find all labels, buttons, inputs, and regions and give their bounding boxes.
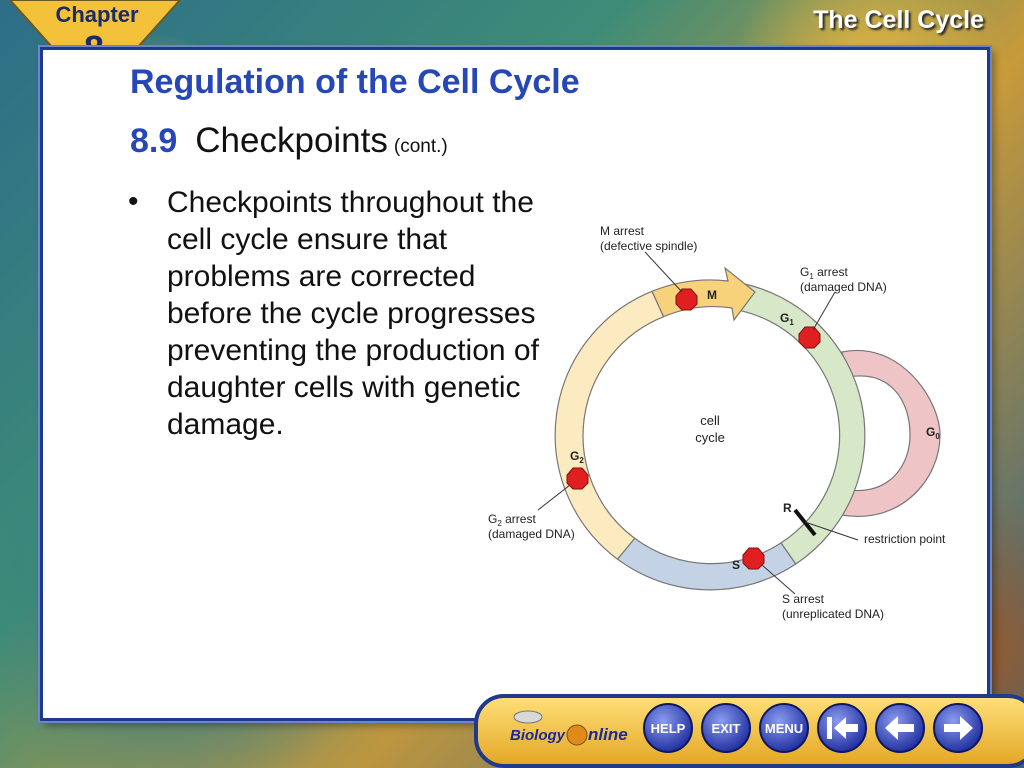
help-button[interactable]: HELP [643,703,693,753]
section-suffix: (cont.) [393,136,448,157]
phase-m-label: M [707,288,717,302]
first-slide-button[interactable] [817,703,867,753]
section-name: Checkpoints [195,121,388,160]
svg-text:HELP: HELP [651,721,686,736]
restriction-leader [804,521,859,541]
phase-g2-label: G2 [570,449,584,465]
svg-text:Biology: Biology [510,727,566,744]
phase-s-label: S [732,558,740,572]
g2-segment [554,290,665,561]
cell-cycle-diagram: cell cycle M G1 G2 S R G0 M arrest (defe… [488,224,946,621]
g2-arrest-label-1: G2 arrest [488,512,536,528]
next-slide-button[interactable] [933,703,983,753]
skip-back-icon [827,717,858,739]
center-line1: cell [700,413,720,428]
nav-toolbar: Biology nline HELP EXIT MENU [474,694,1024,768]
g2-checkpoint-icon [566,467,589,490]
s-arrest-label-1: S arrest [782,592,825,606]
g1-checkpoint-icon [798,326,821,349]
bullet-dot: • [128,185,139,218]
svg-text:MENU: MENU [765,721,803,736]
chapter-label: Chapter [55,2,139,27]
svg-text:nline: nline [588,725,628,744]
previous-slide-button[interactable] [875,703,925,753]
phase-g0-label: G0 [926,425,940,441]
phase-g1-label: G1 [780,311,794,327]
m-checkpoint-icon [675,288,698,311]
section-heading: 8.9 Checkpoints(cont.) [130,121,448,161]
center-line2: cycle [695,430,725,445]
exit-button[interactable]: EXIT [701,703,751,753]
g2-arrest-label-2: (damaged DNA) [488,527,575,541]
s-checkpoint-icon [742,547,765,570]
g1-segment [733,281,866,565]
section-number: 8.9 [130,122,178,160]
biology-online-logo[interactable]: Biology nline [510,710,628,746]
m-arrest-label-1: M arrest [600,224,645,238]
arrow-left-icon [885,716,914,740]
g1-arrest-label-2: (damaged DNA) [800,280,887,294]
slide-title: Regulation of the Cell Cycle [130,63,580,101]
s-segment [616,537,797,591]
s-arrest-label-2: (unreplicated DNA) [782,607,884,621]
bullet-text: Checkpoints throughout the cell cycle en… [167,186,539,441]
unit-title: The Cell Cycle [813,6,984,34]
m-segment [651,266,756,322]
arrow-right-icon [944,716,973,740]
menu-button[interactable]: MENU [759,703,809,753]
g1-arrest-label-1: G1 arrest [800,265,848,281]
m-arrest-label-2: (defective spindle) [600,239,697,253]
restriction-point-label: restriction point [864,532,946,546]
phase-r-label: R [783,501,792,515]
svg-text:EXIT: EXIT [712,721,741,736]
